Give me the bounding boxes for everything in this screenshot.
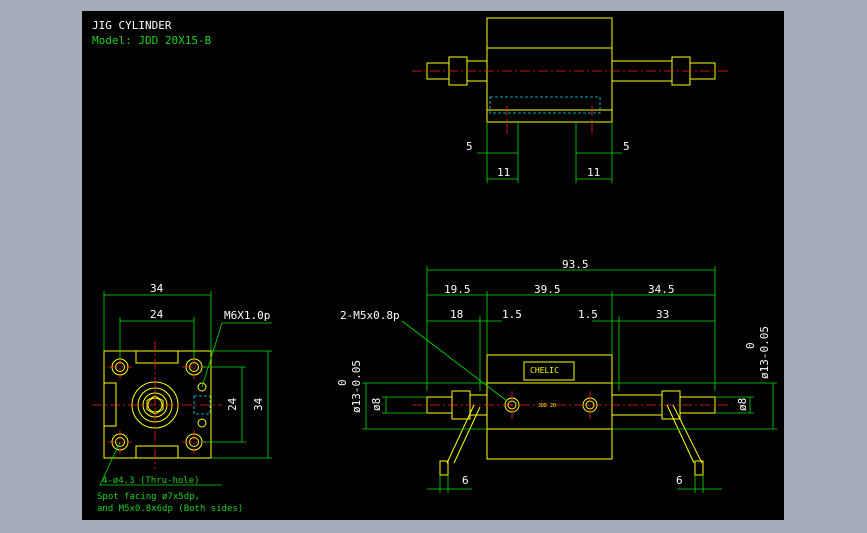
- end-view-rendered: [92, 291, 272, 486]
- dim-33: 33: [656, 308, 669, 321]
- hole-note-1: 4-ø4.3 (Thru-hole): [102, 476, 200, 486]
- front-small-text: JDD 20: [538, 403, 556, 409]
- top-dim-11-right: 11: [587, 166, 600, 179]
- dim-overall-93-5: 93.5: [562, 258, 589, 271]
- fitting-dim-right: 6: [676, 474, 683, 487]
- dia-body-right: ø13-0.05: [758, 326, 771, 379]
- hole-note-2: Spot facing ø7x5dp,: [97, 492, 200, 502]
- dia-rod-left: ø8: [370, 398, 383, 411]
- top-view: 5 5 11 11: [412, 17, 730, 183]
- dim-39-5: 39.5: [534, 283, 561, 296]
- dim-1-5-left: 1.5: [502, 308, 522, 321]
- top-dim-11-left: 11: [497, 166, 510, 179]
- drawing-canvas: JIG CYLINDER Model: JDD 20X15-B 5 5 11 1: [92, 17, 730, 459]
- dia-rod-right: ø8: [736, 398, 749, 411]
- hole-note-3: and M5x0.8x6dp (Both sides): [97, 504, 243, 514]
- port-callout: 2-M5x0.8p: [340, 309, 400, 322]
- end-dim-34-right: 34: [252, 397, 265, 411]
- end-dim-34-top: 34: [150, 282, 164, 295]
- front-view: CHELIC JDD 20: [362, 266, 777, 493]
- fitting-dim-left: 6: [462, 474, 469, 487]
- dim-34-5: 34.5: [648, 283, 675, 296]
- end-dim-24-top: 24: [150, 308, 164, 321]
- end-dim-24-right: 24: [226, 397, 239, 411]
- label-plate-text: CHELIC: [530, 366, 559, 375]
- thread-callout: M6X1.0p: [224, 309, 270, 322]
- model-label: Model: JDD 20X15-B: [92, 34, 212, 47]
- dia-body-left-tol: 0: [336, 379, 349, 386]
- dia-body-right-tol: 0: [744, 342, 757, 349]
- dim-19-5: 19.5: [444, 283, 471, 296]
- top-dim-5-right: 5: [623, 140, 630, 153]
- cad-layer-final: 34 24 24 34 M6X1.0p 4-ø4.3 (Thru-hole) S…: [92, 258, 777, 514]
- top-dim-5-left: 5: [466, 140, 473, 153]
- dia-body-left: ø13-0.05: [350, 360, 363, 413]
- dim-1-5-right: 1.5: [578, 308, 598, 321]
- drawing-title: JIG CYLINDER: [92, 19, 172, 32]
- dim-18: 18: [450, 308, 463, 321]
